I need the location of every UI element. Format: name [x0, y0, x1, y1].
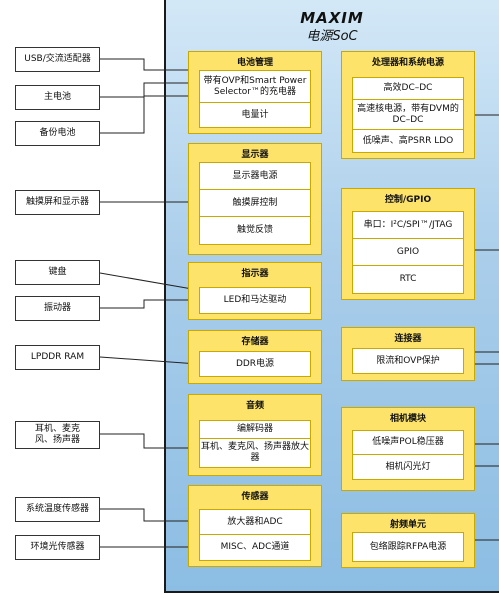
ext-light-sensor: 环境光传感器: [15, 535, 100, 560]
block-item: 电量计: [200, 103, 310, 127]
ext-keyboard: 键盘: [15, 260, 100, 285]
block-title: 射频单元: [389, 520, 426, 530]
block-items: 带有OVP和Smart Power Selector™的充电器 电量计: [199, 70, 311, 128]
block-item: MISC、ADC通道: [200, 535, 310, 560]
block-items: 低噪声POL稳压器 相机闪光灯: [352, 430, 464, 480]
block-item: LED和马达驱动: [200, 288, 310, 313]
ext-headset: 耳机、麦克风、扬声器: [15, 421, 100, 449]
block-items: DDR电源: [199, 351, 311, 377]
block-title: 显示器: [241, 150, 269, 160]
ext-backup-battery: 备份电池: [15, 121, 100, 146]
block-items: 高效DC–DC 高速核电源，带有DVM的DC–DC 低噪声、高PSRR LDO: [352, 77, 464, 153]
block-item: 耳机、麦克风、扬声器放大器: [200, 439, 310, 467]
line-lpddr: [99, 356, 199, 365]
block-items: 显示器电源 触摸屏控制 触觉反馈: [199, 162, 311, 245]
maxim-logo: MAXIM: [300, 9, 364, 27]
ext-lpddr-ram: LPDDR RAM: [15, 345, 100, 370]
block-item: 低噪声POL稳压器: [353, 431, 463, 455]
ext-temp-sensor: 系统温度传感器: [15, 497, 100, 522]
block-indicator: 指示器 LED和马达驱动: [188, 262, 322, 320]
block-item: 低噪声、高PSRR LDO: [353, 130, 463, 152]
block-item: 触觉反馈: [200, 217, 310, 244]
block-item: 编解码器: [200, 421, 310, 439]
block-sensor: 传感器 放大器和ADC MISC、ADC通道: [188, 485, 322, 567]
block-title: 存储器: [241, 337, 269, 347]
block-title: 传感器: [241, 492, 269, 502]
block-items: 限流和OVP保护: [352, 348, 464, 374]
block-memory: 存储器 DDR电源: [188, 330, 322, 384]
block-item: 显示器电源: [200, 163, 310, 190]
block-title: 音频: [245, 401, 264, 411]
block-title: 相机模块: [389, 414, 426, 424]
block-item: 高效DC–DC: [353, 78, 463, 100]
soc-title: 电源SoC: [306, 29, 358, 44]
block-item: 限流和OVP保护: [353, 349, 463, 373]
block-item: RTC: [353, 266, 463, 293]
block-item: 放大器和ADC: [200, 510, 310, 535]
block-title: 处理器和系统电源: [371, 58, 444, 68]
block-item: 相机闪光灯: [353, 455, 463, 479]
block-items: 包络跟踪RFPA电源: [352, 532, 464, 562]
ext-touchscreen-display: 触摸屏和显示器: [15, 190, 100, 215]
block-control-gpio: 控制/GPIO 串口：I²C/SPI™/JTAG GPIO RTC: [341, 188, 475, 300]
ext-usb-adapter: USB/交流适配器: [15, 47, 100, 72]
line-headset: [100, 433, 198, 449]
block-item: 触摸屏控制: [200, 190, 310, 217]
line-keyboard: [99, 272, 199, 291]
block-battery-management: 电池管理 带有OVP和Smart Power Selector™的充电器 电量计: [188, 51, 322, 134]
block-title: 连接器: [394, 334, 422, 344]
block-display: 显示器 显示器电源 触摸屏控制 触觉反馈: [188, 143, 322, 255]
block-item: 包络跟踪RFPA电源: [353, 533, 463, 561]
block-items: 编解码器 耳机、麦克风、扬声器放大器: [199, 420, 311, 468]
block-title: 指示器: [241, 269, 269, 279]
block-item: GPIO: [353, 239, 463, 266]
ext-main-battery: 主电池: [15, 85, 100, 110]
line-vibrator: [100, 299, 198, 309]
block-audio: 音频 编解码器 耳机、麦克风、扬声器放大器: [188, 394, 322, 476]
line-usb: [100, 58, 198, 71]
block-items: LED和马达驱动: [199, 287, 311, 314]
block-items: 放大器和ADC MISC、ADC通道: [199, 509, 311, 561]
ext-vibrator: 振动器: [15, 296, 100, 321]
line-backup-battery: [100, 95, 198, 134]
block-item: DDR电源: [200, 352, 310, 376]
line-temp-sensor: [100, 508, 198, 522]
block-item: 串口：I²C/SPI™/JTAG: [353, 212, 463, 239]
block-processor-power: 处理器和系统电源 高效DC–DC 高速核电源，带有DVM的DC–DC 低噪声、高…: [341, 51, 475, 159]
block-rf-unit: 射频单元 包络跟踪RFPA电源: [341, 513, 475, 568]
line-main-battery: [100, 82, 198, 98]
block-items: 串口：I²C/SPI™/JTAG GPIO RTC: [352, 211, 464, 294]
block-title: 控制/GPIO: [384, 195, 432, 205]
block-connector: 连接器 限流和OVP保护: [341, 327, 475, 381]
block-camera-module: 相机模块 低噪声POL稳压器 相机闪光灯: [341, 407, 475, 491]
block-item: 高速核电源，带有DVM的DC–DC: [353, 100, 463, 130]
block-title: 电池管理: [236, 58, 273, 68]
block-item: 带有OVP和Smart Power Selector™的充电器: [200, 71, 310, 103]
